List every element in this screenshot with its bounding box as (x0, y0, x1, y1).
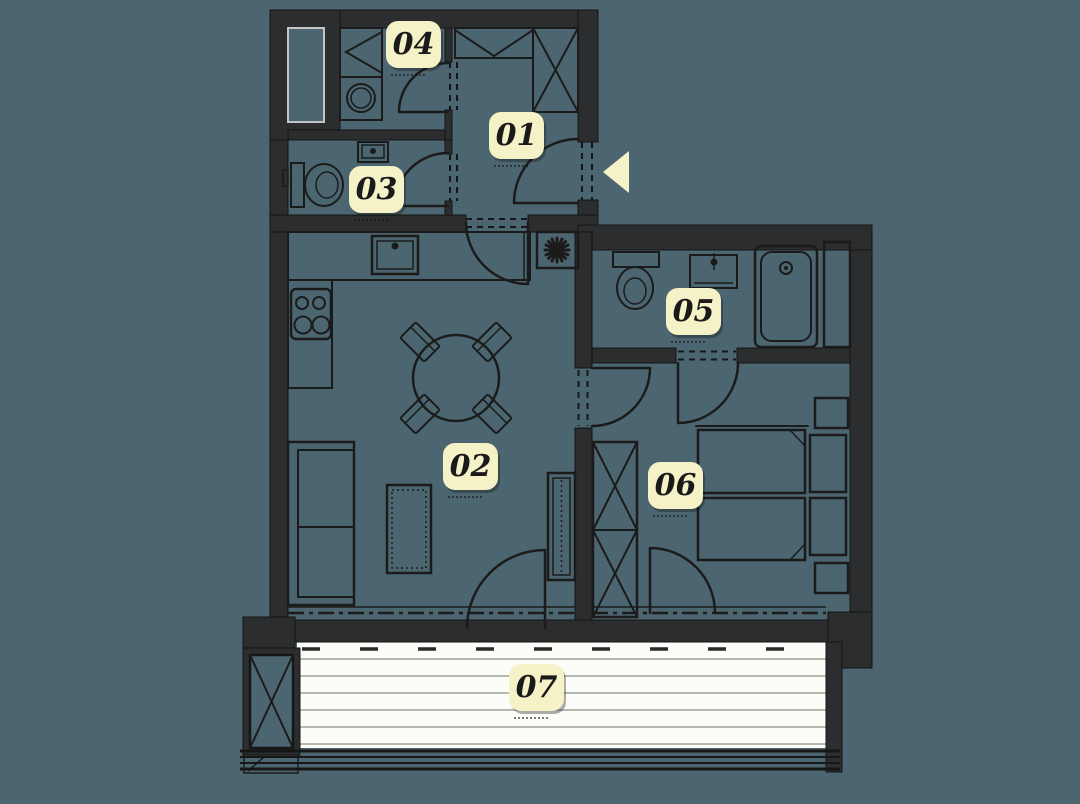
room-number-06: 06 (654, 468, 697, 503)
room-number-07: 07 (515, 670, 558, 705)
wc-toilet (282, 162, 344, 208)
balcony-railing (240, 749, 840, 771)
room-number-02: 02 (449, 449, 492, 484)
service-shaft (287, 27, 325, 123)
nightstand-bottom (813, 561, 850, 595)
stove (289, 287, 333, 341)
boiler-icon (535, 230, 580, 270)
washing-machine (339, 76, 383, 121)
bed (695, 425, 848, 562)
thresholds (449, 62, 736, 426)
nightstand-top (813, 396, 850, 430)
room-label-04: 04 (386, 21, 441, 76)
tv-stand (546, 471, 577, 582)
bedroom-wardrobe (591, 440, 639, 619)
entrance-arrow-icon (603, 151, 629, 193)
wc-sink (357, 141, 389, 163)
room-label-02: 02 (443, 443, 498, 498)
bathroom-sink (689, 253, 738, 289)
room-number-03: 03 (355, 172, 398, 207)
coffee-table (385, 483, 433, 575)
window-band (288, 606, 826, 615)
hall-wardrobe (454, 27, 579, 113)
room-label-07: 07 (509, 664, 564, 719)
kitchen-sink (370, 234, 420, 276)
bathroom-toilet (612, 251, 660, 310)
room-number-01: 01 (495, 118, 538, 153)
dining-table (411, 333, 501, 423)
room-number-04: 04 (392, 27, 435, 62)
utility-shelf (339, 27, 383, 78)
balcony-storage (243, 653, 299, 774)
room-label-01: 01 (489, 112, 544, 167)
bathtub (753, 244, 819, 349)
room-label-06: 06 (648, 462, 703, 517)
kitchen-counter (287, 231, 531, 389)
sofa (286, 440, 356, 607)
bathroom-cabinet (822, 240, 852, 349)
dining-chairs (400, 322, 512, 434)
room-label-05: 05 (666, 288, 721, 343)
room-number-05: 05 (672, 294, 715, 329)
room-label-03: 03 (349, 166, 404, 221)
doors (393, 61, 740, 630)
